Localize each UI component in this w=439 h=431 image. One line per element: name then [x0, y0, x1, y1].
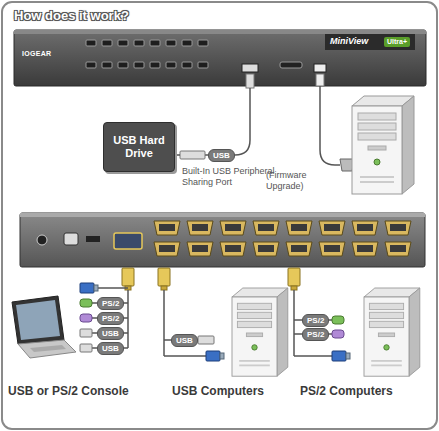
db15-port-socket	[258, 224, 274, 231]
laptop-console	[12, 296, 76, 358]
product-name: MiniView	[330, 36, 368, 46]
port-button	[150, 62, 160, 68]
group-caption: USB Computers	[172, 384, 264, 398]
port-button	[134, 40, 144, 46]
db15-port	[220, 221, 246, 235]
plug-label: USB	[208, 149, 235, 162]
group-caption: PS/2 Computers	[300, 384, 393, 398]
db15-port	[385, 221, 411, 235]
usb-cable	[176, 74, 254, 159]
plug-label: USB	[97, 342, 124, 355]
db15-port-socket	[258, 245, 274, 252]
plug-label: PS/2	[97, 312, 124, 325]
kvm-back-panel	[20, 213, 425, 267]
port-button	[150, 40, 160, 46]
firmware-cable	[316, 74, 354, 171]
db15-port-socket	[324, 245, 340, 252]
port-button	[166, 62, 176, 68]
port-button	[118, 62, 128, 68]
db15-port	[286, 221, 312, 235]
db15-port	[187, 242, 213, 256]
db15-port	[154, 221, 180, 235]
console-cable	[80, 268, 134, 352]
db15-port-socket	[390, 224, 406, 231]
diagram-title: How does it work?	[14, 8, 129, 23]
plug-label: PS/2	[302, 328, 329, 341]
db15-port-socket	[192, 224, 208, 231]
db15-port-socket	[159, 224, 175, 231]
db15-port-socket	[291, 224, 307, 231]
group-caption: USB or PS/2 Console	[8, 384, 129, 398]
db15-port	[286, 242, 312, 256]
plug-label: USB	[171, 334, 198, 347]
port-button	[198, 40, 208, 46]
brand-logo: IOGEAR	[22, 50, 51, 57]
db15-port-socket	[357, 245, 373, 252]
port-button	[102, 62, 112, 68]
port-buttons	[86, 40, 208, 68]
kvm-front-panel	[14, 30, 426, 86]
port-button	[102, 40, 112, 46]
db15-port	[385, 242, 411, 256]
db15-port-socket	[159, 245, 175, 252]
db15-port-socket	[357, 224, 373, 231]
plug-label: PS/2	[97, 297, 124, 310]
usb-computer-cable	[158, 268, 224, 361]
node-text: USB Hard Drive	[110, 134, 168, 160]
db15-port	[220, 242, 246, 256]
port-button	[182, 40, 192, 46]
db15-port	[319, 221, 345, 235]
db15-port	[154, 242, 180, 256]
plug-label: USB	[97, 327, 124, 340]
product-badge: Ultra+	[384, 37, 410, 47]
db15-port	[253, 242, 279, 256]
db15-port-socket	[390, 245, 406, 252]
ps2-computer-cable	[288, 268, 350, 361]
db15-port	[352, 242, 378, 256]
computer-ports	[154, 221, 411, 256]
port-button	[198, 62, 208, 68]
port-button	[134, 62, 144, 68]
db15-port-socket	[324, 224, 340, 231]
db15-port-socket	[225, 245, 241, 252]
db15-port-socket	[192, 245, 208, 252]
hard-drive-box: USB Hard Drive	[103, 122, 175, 172]
db15-port-socket	[225, 224, 241, 231]
plug-label: PS/2	[302, 314, 329, 327]
port-button	[86, 62, 96, 68]
db15-port-socket	[291, 245, 307, 252]
port-button	[86, 40, 96, 46]
port-button	[182, 62, 192, 68]
db15-port	[253, 221, 279, 235]
port-button	[166, 40, 176, 46]
db15-port	[187, 221, 213, 235]
db15-port	[319, 242, 345, 256]
port-button	[118, 40, 128, 46]
db15-port	[352, 221, 378, 235]
port-note: (Firmware Upgrade)	[266, 170, 322, 192]
